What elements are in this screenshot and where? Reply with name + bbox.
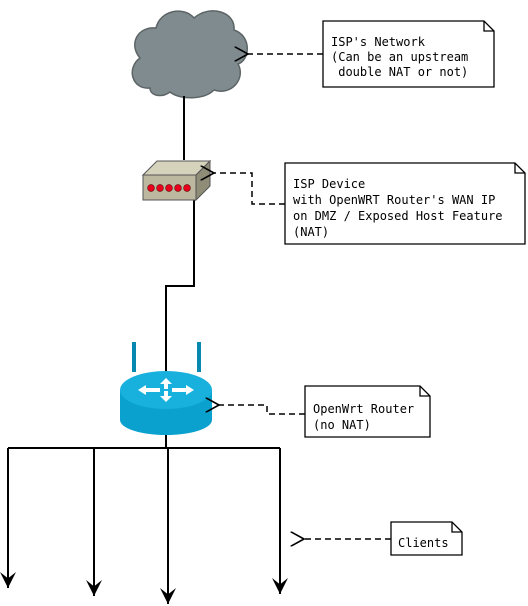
modem-led (147, 184, 155, 192)
note-openwrt-router: OpenWrt Router (no NAT) (304, 385, 431, 438)
modem-icon (141, 159, 212, 202)
note-openwrt-router-line-1: OpenWrt Router (313, 402, 414, 416)
svg-text:Clients: Clients (398, 536, 449, 550)
pointer-openwrt-router (219, 405, 305, 415)
note-isp-network: ISP's Network (Can be an upstream double… (322, 20, 495, 88)
note-clients: Clients (390, 521, 463, 556)
router-antenna-left (132, 342, 136, 372)
note-openwrt-router-line-2: (no NAT) (313, 418, 371, 432)
svg-text:OpenWrt Router (no NAT): OpenWrt Router (no NAT) (313, 402, 421, 432)
modem-led (183, 184, 191, 192)
modem-led (174, 184, 182, 192)
note-clients-line-1: Clients (398, 536, 449, 550)
modem-led (165, 184, 173, 192)
connection-lines (0, 96, 288, 604)
pointer-arrows (214, 54, 391, 539)
modem-leds (147, 184, 191, 192)
note-isp-device-line-3: on DMZ / Exposed Host Feature (293, 209, 503, 223)
router-arrows (138, 378, 194, 402)
note-isp-network-line-2: (Can be an upstream (331, 50, 468, 64)
cloud-icon (131, 10, 248, 99)
note-isp-device-line-2: with OpenWRT Router's WAN IP (293, 193, 495, 207)
note-isp-device: ISP Device with OpenWRT Router's WAN IP … (284, 162, 526, 245)
note-isp-device-line-4: (NAT) (293, 225, 329, 239)
note-isp-network-line-1: ISP's Network (331, 35, 426, 49)
pointer-isp-device (214, 173, 285, 205)
router-icon (120, 342, 212, 435)
svg-text:ISP's Network (Can be an: ISP's Network (Can be an upstream double… (331, 35, 476, 79)
router-antenna-right (197, 342, 201, 372)
svg-text:ISP Device with OpenWRT: ISP Device with OpenWRT Router's WAN IP … (293, 177, 510, 239)
router-top (120, 371, 212, 409)
note-isp-network-line-3: double NAT or not) (331, 65, 468, 79)
note-isp-device-line-1: ISP Device (293, 177, 365, 191)
isp-device-to-router-link (165, 200, 195, 378)
modem-led (156, 184, 164, 192)
